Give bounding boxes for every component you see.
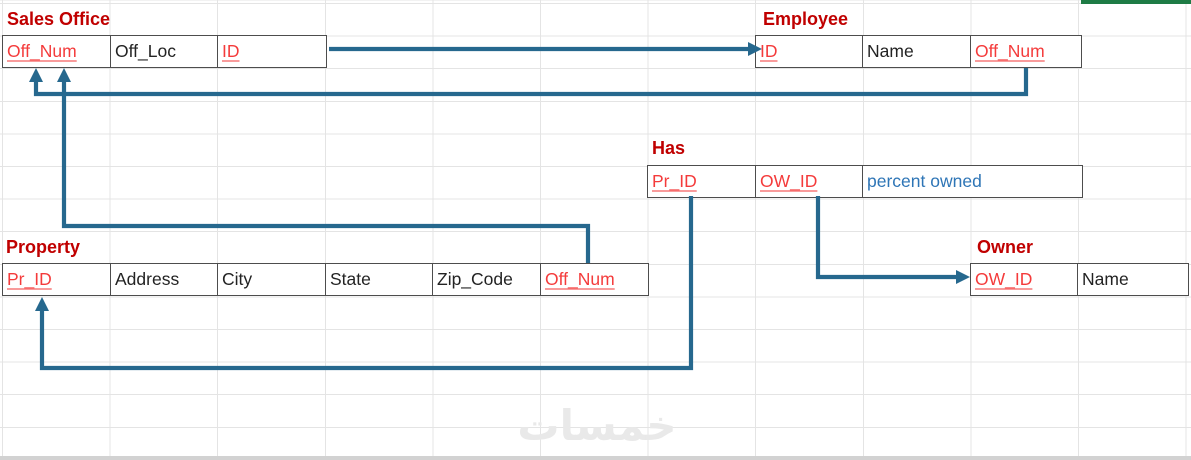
sales-office-field-off-loc[interactable]: Off_Loc [111,36,218,67]
rel-employee-offnum-to-salesoffice-offnum[interactable] [33,68,1029,97]
rel-salesoffice-id-to-employee-id-arrowhead [748,42,762,56]
property-field-city[interactable]: City [218,264,326,295]
owner-field-name[interactable]: Name [1082,269,1129,289]
rel-property-offnum-to-salesoffice-offnum-arrowhead [57,68,71,82]
employee-field-name[interactable]: Name [863,36,971,67]
rel-employee-offnum-to-salesoffice-offnum-arrowhead [29,68,43,82]
has-field-percent-owned[interactable]: percent owned [867,171,982,191]
employee-field-id[interactable]: ID [756,36,863,67]
has-title[interactable]: Has [652,138,686,158]
property-field-off-num[interactable]: Off_Num [545,269,615,289]
has-field-ow-id[interactable]: OW_ID [756,166,863,197]
has-field-pr-id[interactable]: Pr_ID [648,166,756,197]
active-cell-indicator [1081,0,1191,4]
property-field-address[interactable]: Address [111,264,218,295]
rel-has-owid-to-owner-owid[interactable] [815,196,956,280]
employee-title[interactable]: Employee [763,9,849,29]
rel-has-prid-to-property-prid-arrowhead [35,297,49,311]
property-field-pr-id[interactable]: Pr_ID [3,264,111,295]
owner-field-ow-id[interactable]: OW_ID [971,264,1078,295]
property-title[interactable]: Property [6,237,81,257]
sales-office-field-id[interactable]: ID [222,41,240,61]
sheet-bottom-edge [0,456,1191,460]
employee-field-off-num[interactable]: Off_Num [975,41,1045,61]
owner-title[interactable]: Owner [977,237,1034,257]
property-field-zip-code[interactable]: Zip_Code [433,264,541,295]
property-field-state[interactable]: State [326,264,433,295]
rel-property-offnum-to-salesoffice-offnum[interactable] [61,81,591,263]
sales-office-title[interactable]: Sales Office [7,9,111,29]
watermark: خمسات [517,401,677,450]
rel-has-owid-to-owner-owid-arrowhead [956,270,970,284]
rel-has-prid-to-property-prid[interactable] [39,196,694,371]
sales-office-field-off-num[interactable]: Off_Num [3,36,111,67]
